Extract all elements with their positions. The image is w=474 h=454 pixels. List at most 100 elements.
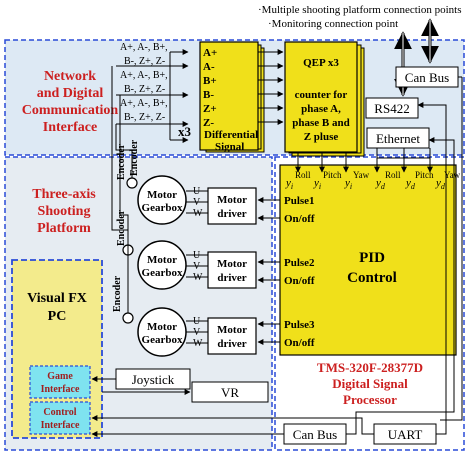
- network-section-title: Network and Digital Communication Interf…: [22, 69, 119, 135]
- svg-text:Pulse3: Pulse3: [284, 319, 315, 331]
- svg-text:A+, A-, B+,: A+, A-, B+,: [120, 42, 168, 53]
- svg-text:Motor: Motor: [147, 189, 177, 201]
- svg-text:Encoder: Encoder: [112, 275, 123, 312]
- svg-text:PID: PID: [359, 250, 385, 266]
- svg-text:Interface: Interface: [41, 384, 80, 395]
- differential-label-1: Differential: [204, 129, 258, 141]
- svg-text:Communication: Communication: [22, 103, 119, 118]
- motor-row-1: Motor Gearbox Motor driver: [137, 175, 257, 225]
- svg-text:yi: yi: [344, 177, 352, 191]
- svg-text:Pulse1: Pulse1: [284, 195, 315, 207]
- svg-text:Gearbox: Gearbox: [142, 334, 183, 346]
- motor-driver-3: [207, 317, 257, 355]
- differential-multiplier: x3: [178, 124, 192, 139]
- dsp-block: [279, 164, 457, 356]
- svg-text:Encoder: Encoder: [116, 209, 127, 246]
- svg-text:Interface: Interface: [43, 120, 97, 135]
- differential-signal-block: [199, 41, 259, 151]
- note-monitoring: ·Monitoring connection point: [268, 18, 398, 30]
- qep-text: QEP x3 counter for phase A, phase B and …: [292, 57, 349, 143]
- motor-driver-2: [207, 251, 257, 289]
- svg-text:A+, A-, B+,: A+, A-, B+,: [120, 98, 168, 109]
- svg-text:Pitch: Pitch: [323, 170, 342, 180]
- svg-text:Motor: Motor: [147, 254, 177, 266]
- control-interface-box: [29, 401, 91, 435]
- svg-text:B+: B+: [203, 75, 217, 87]
- svg-text:B-, Z+, Z-: B-, Z+, Z-: [124, 112, 165, 123]
- svg-text:phase A,: phase A,: [301, 103, 341, 115]
- svg-text:Encoder: Encoder: [116, 143, 127, 180]
- svg-text:Motor: Motor: [217, 258, 247, 270]
- svg-text:Motor: Motor: [147, 321, 177, 333]
- svg-text:Pulse2: Pulse2: [284, 257, 315, 269]
- svg-text:PC: PC: [48, 309, 67, 324]
- svg-text:On/off: On/off: [284, 275, 315, 287]
- svg-text:Motor: Motor: [217, 194, 247, 206]
- svg-text:phase B and: phase B and: [292, 117, 349, 129]
- svg-text:Interface: Interface: [41, 420, 80, 431]
- svg-text:Motor: Motor: [217, 324, 247, 336]
- encoder-signal-labels: A+, A-, B+, B-, Z+, Z- A+, A-, B+, B-, Z…: [120, 42, 168, 123]
- svg-text:Platform: Platform: [37, 221, 91, 236]
- motor-row-3: Motor Gearbox Motor driver: [137, 307, 257, 357]
- vr-box: [191, 381, 269, 403]
- motor-gearbox-2: [137, 240, 187, 290]
- differential-label-2: Signal: [215, 141, 244, 153]
- svg-text:Pitch: Pitch: [415, 170, 434, 180]
- svg-text:Three-axis: Three-axis: [32, 187, 96, 202]
- svg-text:Processor: Processor: [343, 392, 397, 407]
- svg-text:TMS-320F-28377D: TMS-320F-28377D: [317, 360, 423, 375]
- svg-text:Game: Game: [47, 371, 73, 382]
- platform-section-title: Three-axis Shooting Platform: [32, 187, 96, 236]
- svg-text:yd: yd: [405, 177, 416, 191]
- svg-text:Roll: Roll: [385, 170, 401, 180]
- joystick-label: Joystick: [132, 372, 175, 387]
- svg-text:A-: A-: [203, 61, 215, 73]
- pc-title: Visual FX PC: [27, 291, 87, 324]
- motor-row-2: Motor Gearbox Motor driver: [137, 240, 257, 290]
- motor-driver-1: [207, 187, 257, 225]
- vr-label: VR: [221, 385, 239, 400]
- svg-text:On/off: On/off: [284, 213, 315, 225]
- svg-text:Z pluse: Z pluse: [304, 131, 339, 143]
- rs422-box: [365, 97, 419, 119]
- svg-text:and Digital: and Digital: [37, 86, 104, 101]
- svg-text:driver: driver: [217, 272, 246, 284]
- svg-text:yi: yi: [313, 177, 321, 191]
- svg-text:yd: yd: [375, 177, 386, 191]
- svg-text:On/off: On/off: [284, 337, 315, 349]
- svg-text:B-: B-: [203, 89, 214, 101]
- svg-text:Encoder: Encoder: [129, 139, 140, 176]
- dsp-caption: TMS-320F-28377D Digital Signal Processor: [317, 360, 423, 407]
- svg-text:Yaw: Yaw: [444, 170, 461, 180]
- svg-text:yi: yi: [285, 177, 293, 191]
- svg-text:Gearbox: Gearbox: [142, 202, 183, 214]
- svg-text:counter for: counter for: [295, 89, 348, 101]
- note-multiple-platforms: ·Multiple shooting platform connection p…: [258, 4, 461, 16]
- svg-text:Z+: Z+: [203, 103, 217, 115]
- motor-gearbox-1: [137, 175, 187, 225]
- svg-text:Z-: Z-: [203, 117, 214, 129]
- svg-text:Gearbox: Gearbox: [142, 267, 183, 279]
- uart-label: UART: [388, 427, 423, 442]
- svg-text:Control: Control: [347, 270, 397, 286]
- qep-block: [284, 41, 358, 153]
- can-bus-top-label: Can Bus: [405, 70, 449, 85]
- differential-pins: A+ A- B+ B- Z+ Z-: [203, 47, 217, 129]
- rs422-label: RS422: [374, 101, 409, 116]
- svg-text:A+: A+: [203, 47, 217, 59]
- svg-text:Control: Control: [43, 407, 76, 418]
- pid-channels: Pulse1 On/off Pulse2 On/off Pulse3 On/of…: [284, 195, 315, 349]
- dsp-input-labels: yi Roll yi Pitch yi Yaw yd Roll yd Pitch…: [285, 170, 461, 191]
- svg-text:Roll: Roll: [295, 170, 311, 180]
- svg-text:yd: yd: [435, 177, 446, 191]
- svg-text:Visual FX: Visual FX: [27, 291, 87, 306]
- can-bus-bottom-label: Can Bus: [293, 427, 337, 442]
- svg-text:Digital Signal: Digital Signal: [332, 376, 408, 391]
- svg-text:Shooting: Shooting: [38, 204, 91, 219]
- svg-text:B-, Z+, Z-: B-, Z+, Z-: [124, 56, 165, 67]
- svg-text:Yaw: Yaw: [353, 170, 370, 180]
- svg-text:driver: driver: [217, 208, 246, 220]
- svg-text:A+, A-, B+,: A+, A-, B+,: [120, 70, 168, 81]
